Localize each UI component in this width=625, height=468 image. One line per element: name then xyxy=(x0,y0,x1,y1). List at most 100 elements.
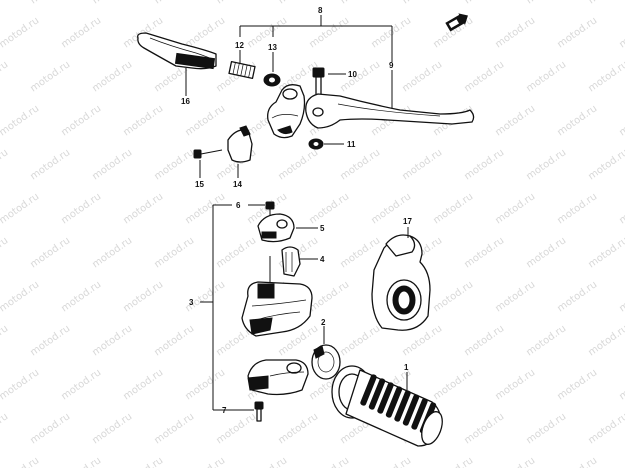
switch-housing-upper xyxy=(241,256,313,337)
callout-16: 16 xyxy=(181,97,190,106)
watermark-text: motod.ru xyxy=(121,455,165,468)
watermark-text: motod.ru xyxy=(0,235,10,270)
watermark-text: motod.ru xyxy=(121,103,165,138)
watermark-text: motod.ru xyxy=(59,279,103,314)
watermark-text: motod.ru xyxy=(59,15,103,50)
watermark-text: motod.ru xyxy=(90,0,134,6)
watermark-text: motod.ru xyxy=(462,59,506,94)
watermark-text: motod.ru xyxy=(369,455,413,468)
watermark-text: motod.ru xyxy=(59,455,103,468)
watermark-text: motod.ru xyxy=(121,191,165,226)
watermark-text: motod.ru xyxy=(400,0,444,6)
watermark-text: motod.ru xyxy=(338,0,382,6)
watermark-text: motod.ru xyxy=(0,191,41,226)
watermark-text: motod.ru xyxy=(90,323,134,358)
grip-rib xyxy=(368,378,386,410)
watermark-text: motod.ru xyxy=(586,147,625,182)
group-bracket-3 xyxy=(200,204,232,411)
grip-rib xyxy=(360,374,377,406)
switch-housing-lower xyxy=(247,359,309,396)
watermark-text: motod.ru xyxy=(555,455,599,468)
part-7-screw xyxy=(232,401,264,422)
watermark-text: motod.ru xyxy=(152,147,196,182)
watermark-text: motod.ru xyxy=(524,323,568,358)
watermark-text: motod.ru xyxy=(617,191,625,226)
watermark-text: motod.ru xyxy=(617,455,625,468)
part-2-collar xyxy=(311,326,341,380)
part-1-grip xyxy=(331,365,443,447)
watermark-text: motod.ru xyxy=(555,367,599,402)
watermark-text: motod.ru xyxy=(152,235,196,270)
watermark-text: motod.ru xyxy=(431,279,475,314)
watermark-text: motod.ru xyxy=(431,455,475,468)
watermark-text: motod.ru xyxy=(617,15,625,50)
callout-13: 13 xyxy=(268,43,277,52)
watermark-text: motod.ru xyxy=(276,147,320,182)
watermark-text: motod.ru xyxy=(586,59,625,94)
watermark-text: motod.ru xyxy=(493,279,537,314)
part-10-bolt xyxy=(312,67,346,96)
watermark-text: motod.ru xyxy=(214,235,258,270)
callout-7: 7 xyxy=(222,406,227,415)
callout-14: 14 xyxy=(233,180,242,189)
watermark-text: motod.ru xyxy=(462,147,506,182)
watermark-text: motod.ru xyxy=(59,367,103,402)
watermark-text: motod.ru xyxy=(0,411,10,446)
watermark-text: motod.ru xyxy=(586,0,625,6)
watermark-text: motod.ru xyxy=(617,279,625,314)
watermark-text: motod.ru xyxy=(276,0,320,6)
watermark-text: motod.ru xyxy=(28,0,72,6)
watermark-text: motod.ru xyxy=(183,191,227,226)
watermark-text: motod.ru xyxy=(586,411,625,446)
watermark-text: motod.ru xyxy=(183,103,227,138)
part-13-nut xyxy=(263,52,281,87)
part-14-clamp xyxy=(227,125,253,178)
watermark-text: motod.ru xyxy=(0,147,10,182)
watermark-text: motod.ru xyxy=(400,147,444,182)
grip-rib xyxy=(411,398,428,430)
callout-5: 5 xyxy=(320,224,325,233)
watermark-text: motod.ru xyxy=(524,0,568,6)
grip-rib xyxy=(402,394,420,426)
watermark-text: motod.ru xyxy=(338,59,382,94)
watermark-text: motod.ru xyxy=(28,235,72,270)
watermark-text: motod.ru xyxy=(555,103,599,138)
watermark-text: motod.ru xyxy=(586,323,625,358)
callout-labels: 8 12 13 10 9 16 11 15 14 6 17 5 4 3 2 1 … xyxy=(181,6,412,415)
watermark-text: motod.ru xyxy=(462,323,506,358)
watermark-text: motod.ru xyxy=(214,411,258,446)
callout-9: 9 xyxy=(389,61,394,70)
watermark-text: motod.ru xyxy=(493,367,537,402)
callout-8: 8 xyxy=(318,6,323,15)
part-16-lever-cover xyxy=(137,32,217,96)
watermark-text: motod.ru xyxy=(90,411,134,446)
callout-4: 4 xyxy=(320,255,325,264)
callout-3: 3 xyxy=(189,298,194,307)
watermark-text: motod.ru xyxy=(152,0,196,6)
watermark-text: motod.ru xyxy=(555,191,599,226)
watermark-text: motod.ru xyxy=(431,191,475,226)
watermark-text: motod.ru xyxy=(59,191,103,226)
part-4-plate xyxy=(281,246,318,277)
watermark-text: motod.ru xyxy=(276,411,320,446)
watermark-text: motod.ru xyxy=(245,455,289,468)
watermark-text: motod.ru xyxy=(28,59,72,94)
watermark-text: motod.ru xyxy=(617,103,625,138)
watermark-text: motod.ru xyxy=(0,0,10,6)
callout-17: 17 xyxy=(403,217,412,226)
watermark-text: motod.ru xyxy=(369,15,413,50)
watermark-text: motod.ru xyxy=(121,367,165,402)
watermark-text: motod.ru xyxy=(0,103,41,138)
watermark-text: motod.ru xyxy=(307,455,351,468)
callout-12: 12 xyxy=(235,41,244,50)
watermark-text: motod.ru xyxy=(0,279,41,314)
watermark-text: motod.ru xyxy=(90,147,134,182)
watermark-text: motod.ru xyxy=(307,15,351,50)
watermark-text: motod.ru xyxy=(524,147,568,182)
watermark-text: motod.ru xyxy=(28,323,72,358)
watermark-text: motod.ru xyxy=(0,15,41,50)
watermark-text: motod.ru xyxy=(524,411,568,446)
part-5-clip xyxy=(257,213,318,243)
watermark-text: motod.ru xyxy=(28,147,72,182)
watermark-text: motod.ru xyxy=(28,411,72,446)
